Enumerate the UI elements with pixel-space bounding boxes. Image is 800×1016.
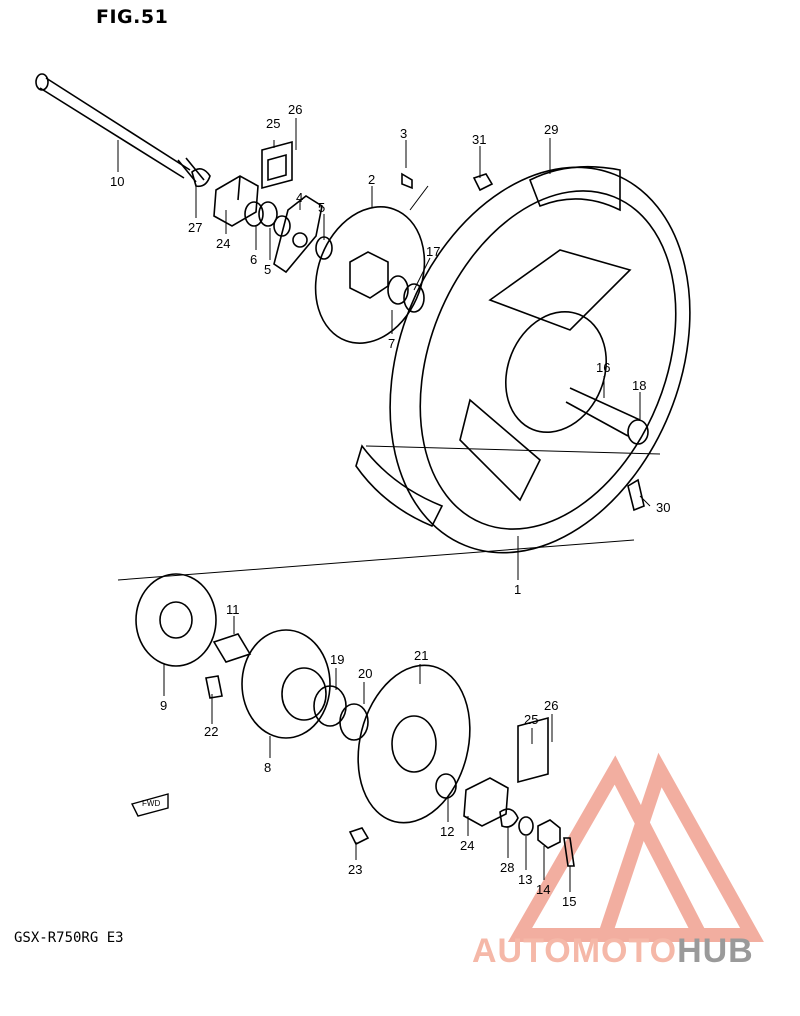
callout-27: 27	[188, 220, 202, 235]
caliper-bracket-4	[273, 195, 323, 274]
sprocket-21	[357, 664, 471, 824]
axle-part	[35, 73, 205, 183]
spacer-11	[212, 633, 252, 663]
callout-10: 10	[110, 174, 124, 189]
callout-5: 5	[264, 262, 271, 277]
washer-13	[518, 816, 534, 836]
callout-26: 26	[288, 102, 302, 117]
adjuster-plate-28	[499, 808, 519, 828]
axle-nut-14	[537, 819, 561, 849]
callout-30: 30	[656, 500, 670, 515]
axle-sleeve-16	[565, 387, 649, 445]
callout-9: 9	[160, 698, 167, 713]
chain-adjuster-left	[213, 175, 259, 227]
disc-bolt-3	[401, 172, 413, 190]
clip-31	[472, 173, 494, 192]
callout-20: 20	[358, 666, 372, 681]
leader-lines	[117, 118, 661, 892]
callout-13: 13	[518, 872, 532, 887]
model-code: GSX-R750RG E3	[14, 930, 124, 946]
callout-29: 29	[544, 122, 558, 137]
callout-14: 14	[536, 882, 550, 897]
callout-18: 18	[632, 378, 646, 393]
callout-15: 15	[562, 894, 576, 909]
callout-26-lower: 26	[544, 698, 558, 713]
callout-6: 6	[250, 252, 257, 267]
callout-22: 22	[204, 724, 218, 739]
callout-16: 16	[596, 360, 610, 375]
callout-21: 21	[414, 648, 428, 663]
rear-wheel	[389, 166, 691, 554]
watermark-text: AUTOMOTOHUB	[472, 932, 754, 971]
callout-25-lower: 25	[524, 712, 538, 727]
bush-6	[244, 201, 278, 227]
callout-17: 17	[426, 244, 440, 259]
mud-flap-29	[528, 165, 621, 212]
spacer-12	[435, 773, 457, 799]
callout-23: 23	[348, 862, 362, 877]
callout-25: 25	[266, 116, 280, 131]
cotter-pin-15	[563, 837, 575, 867]
callout-19: 19	[330, 652, 344, 667]
callout-8: 8	[264, 760, 271, 775]
fwd-label: FWD	[142, 799, 160, 808]
callout-2: 2	[368, 172, 375, 187]
mud-flap-lower	[355, 444, 444, 528]
figure-title: FIG.51	[96, 6, 169, 28]
cush-damper-9	[135, 573, 217, 667]
adjuster-bracket-lower	[517, 716, 549, 784]
valve-stem-30	[627, 478, 645, 512]
callout-24-lower: 24	[460, 838, 474, 853]
callout-4: 4	[296, 190, 303, 205]
sprocket-drum-8	[241, 629, 331, 739]
callout-7: 7	[388, 336, 395, 351]
callout-11: 11	[226, 602, 240, 617]
callout-5-top: 5	[318, 200, 325, 215]
callout-numbers: 10 27 24 6 25 26 5 4 5 2 3 17 7 31 29 16…	[110, 102, 670, 909]
callout-12: 12	[440, 824, 454, 839]
hub-collar-7	[387, 275, 425, 313]
adjuster-bracket-top	[261, 140, 293, 190]
callout-1: 1	[514, 582, 521, 597]
watermark-text-part1: AUTOMOTO	[472, 932, 678, 970]
forward-arrow-icon: FWD	[130, 793, 169, 817]
bolt-22	[205, 675, 223, 699]
chain-adjuster-right	[463, 777, 509, 827]
watermark-text-part2: HUB	[677, 932, 754, 970]
callout-24: 24	[216, 236, 230, 251]
callout-28: 28	[500, 860, 514, 875]
nut-23	[348, 827, 370, 846]
callout-3: 3	[400, 126, 407, 141]
oil-seal-20	[339, 703, 369, 741]
bearing-19	[313, 685, 347, 727]
axle-adjuster-plate	[191, 168, 211, 188]
callout-31: 31	[472, 132, 486, 147]
watermark-logo	[507, 752, 764, 942]
